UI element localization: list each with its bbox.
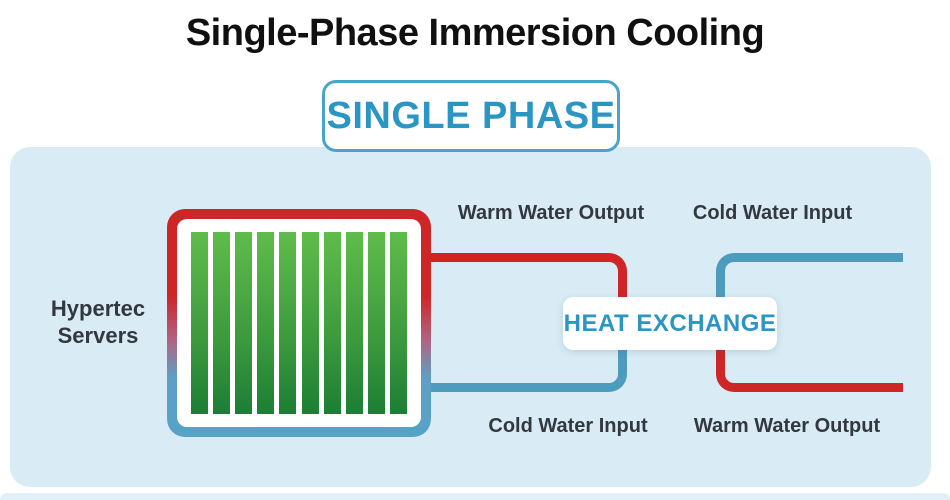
cold-water-pipe-right xyxy=(716,253,903,322)
server-bar xyxy=(213,232,231,414)
server-bar xyxy=(389,232,407,414)
server-bar xyxy=(323,232,341,414)
warm-water-pipe-right xyxy=(716,322,903,392)
server-bar xyxy=(345,232,363,414)
page-title: Single-Phase Immersion Cooling xyxy=(185,12,765,54)
cold-water-input-label-right: Cold Water Input xyxy=(692,202,853,224)
server-bar xyxy=(279,232,297,414)
server-bar xyxy=(367,232,385,414)
heat-exchange-badge-label: HEAT EXCHANGE xyxy=(563,309,777,337)
server-bar xyxy=(191,232,208,414)
single-phase-badge-label: SINGLE PHASE xyxy=(326,94,616,137)
hypertec-servers-label: Hypertec Servers xyxy=(20,296,176,350)
heat-exchange-badge: HEAT EXCHANGE xyxy=(563,297,777,350)
server-bar xyxy=(257,232,275,414)
hypertec-servers-label-line1: Hypertec xyxy=(50,296,146,321)
immersion-tank xyxy=(167,209,431,437)
server-bar xyxy=(301,232,319,414)
diagram-panel xyxy=(10,147,931,487)
warm-water-pipe-left xyxy=(428,253,627,322)
single-phase-badge: SINGLE PHASE xyxy=(322,80,620,152)
server-bar xyxy=(235,232,253,414)
cold-water-pipe-left xyxy=(428,322,627,392)
cold-water-input-label-left: Cold Water Input xyxy=(488,415,648,437)
warm-water-output-label-left: Warm Water Output xyxy=(457,202,645,224)
next-section-strip xyxy=(0,493,950,500)
hypertec-servers-label-line2: Servers xyxy=(57,322,139,348)
warm-water-output-label-right: Warm Water Output xyxy=(693,415,881,437)
server-bars xyxy=(177,219,421,427)
